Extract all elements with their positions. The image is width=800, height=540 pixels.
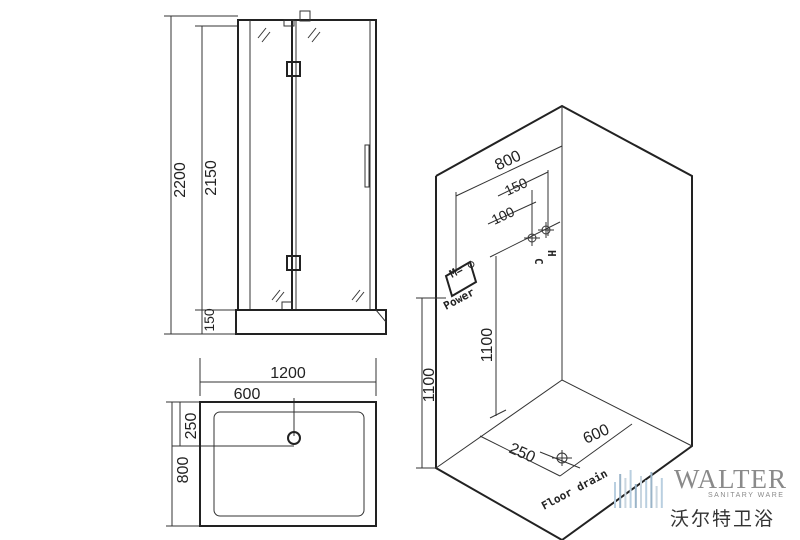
brand-bar [624,478,627,508]
floor-edge [561,379,693,447]
brand-bar [614,482,616,508]
extension-line [489,409,507,419]
brand-bar [640,476,642,508]
dim-label-1200: 1200 [270,365,306,382]
power-label: Power [441,285,477,312]
dim-label-250: 250 [183,413,200,440]
brand-bar [645,480,648,508]
hinge-bottom [286,255,301,271]
dim-label-iso-600: 600 [581,421,612,447]
brand-name-cn: 沃尔特卫浴 [670,508,776,530]
brand-tagline: SANITARY WARE [708,492,785,499]
bottom-clip [281,301,293,311]
glass-reflection [355,291,365,303]
brand-bar [660,478,663,508]
glass-reflection [257,27,267,39]
glass-reflection [271,289,281,301]
valve-label-cold: C [532,258,545,265]
floor-edge [435,379,563,469]
hot-valve-icon [538,222,554,238]
brand-bar [655,486,658,508]
valve-label-hot: H [545,250,558,257]
dimension-line-100 [487,201,537,225]
dim-label-2200: 2200 [172,162,189,198]
dim-label-iso-800: 800 [492,148,523,175]
glass-reflection [275,291,285,303]
dim-label-iso-100: 100 [489,203,517,227]
tray-inner [213,411,365,517]
front-elevation: 2200 2150 150 [164,10,387,335]
dim-label-iso-150: 150 [502,174,530,198]
door-handle [364,144,370,188]
brand-logo: WALTER SANITARY WARE 沃尔特卫浴 [598,462,798,536]
shower-tray [235,309,387,335]
glass-reflection [351,289,361,301]
top-fitting [299,10,311,22]
power-box [444,260,478,298]
glass-reflection [307,27,317,39]
dim-label-800: 800 [175,457,192,484]
brand-bar [650,472,653,508]
brand-mark-icon [614,470,663,508]
drain-hole [287,431,301,445]
hinge-top [286,61,301,77]
plan-view: 1200 600 250 800 [166,358,377,527]
brand-bar [619,474,622,508]
glass-reflection [261,31,271,43]
brand-name: WALTER [674,464,787,494]
brand-bar [629,470,632,508]
dim-label-2150: 2150 [203,160,220,196]
glass-reflection [311,31,321,43]
dim-label-600: 600 [234,386,261,403]
dim-label-power-1100: 1100 [421,368,438,403]
dimension-line-250 [479,435,561,477]
dim-label-valve-1100: 1100 [479,328,496,363]
dimension-line-600 [559,423,633,477]
brand-bar [634,484,637,508]
floor-drain-icon [552,450,572,466]
cold-valve-icon [524,230,540,246]
dim-label-150: 150 [201,308,217,332]
tray-outer [199,401,377,527]
dimension-line-150 [497,171,549,197]
dimension-line-800 [455,145,563,197]
enclosure-frame [237,19,377,311]
extension-line [539,451,581,469]
top-clip [283,19,295,27]
extension-line [489,221,561,258]
tray-edge [375,309,387,323]
power-box-markings: M= ○ [447,257,477,281]
